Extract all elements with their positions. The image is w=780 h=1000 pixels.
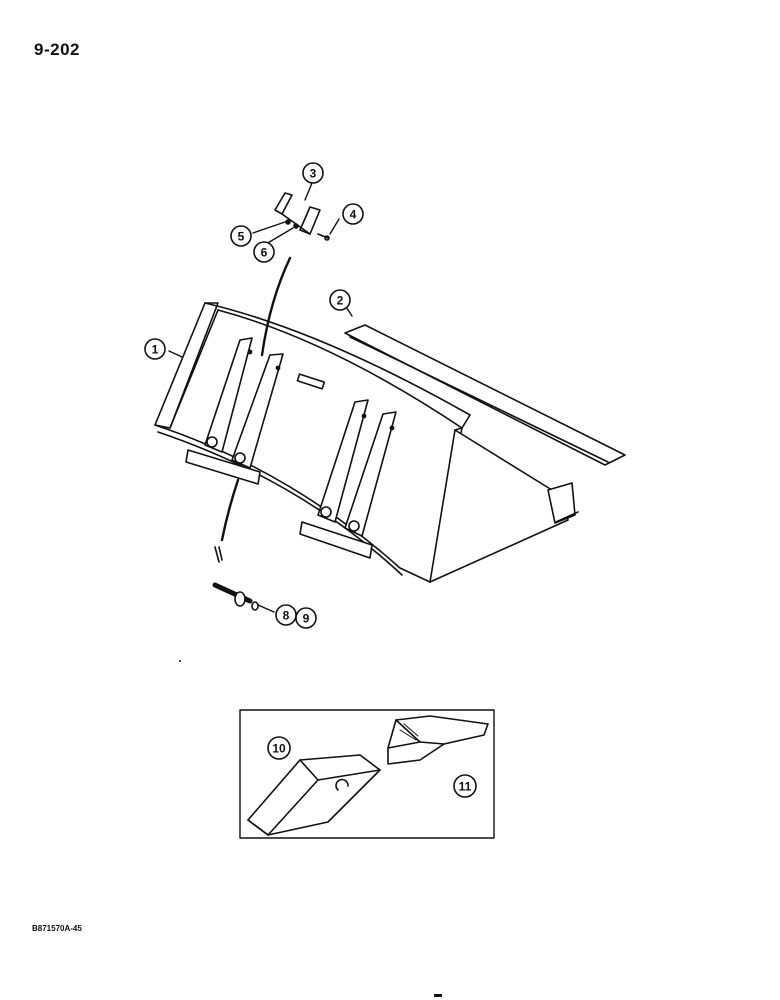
svg-text:5: 5 bbox=[238, 230, 245, 244]
svg-text:11: 11 bbox=[459, 780, 472, 794]
svg-text:1: 1 bbox=[152, 343, 159, 357]
callout-6: 6 bbox=[253, 241, 275, 263]
callout-1: 1 bbox=[144, 338, 166, 360]
callout-8: 8 bbox=[275, 604, 297, 626]
leader-line bbox=[220, 478, 240, 542]
callout-4: 4 bbox=[342, 203, 364, 225]
pivot-pin bbox=[212, 546, 259, 611]
svg-text:2: 2 bbox=[337, 294, 344, 308]
svg-text:8: 8 bbox=[283, 609, 290, 623]
callout-3: 3 bbox=[302, 162, 324, 184]
svg-text:9: 9 bbox=[303, 612, 310, 626]
leader-line bbox=[260, 256, 292, 357]
bolt-on-cutting-edge bbox=[344, 324, 626, 466]
bucket-tooth bbox=[387, 715, 489, 765]
loader-bucket bbox=[154, 302, 579, 583]
callout-10: 10 bbox=[267, 736, 291, 760]
callout-2: 2 bbox=[329, 289, 351, 311]
tooth-adapter bbox=[247, 754, 381, 836]
callout-11: 11 bbox=[453, 774, 477, 798]
page-number: 9-202 bbox=[34, 40, 80, 59]
svg-text:4: 4 bbox=[350, 208, 357, 222]
inset-box: 10 11 bbox=[239, 709, 495, 839]
hardware-brackets bbox=[274, 192, 330, 241]
callout-5: 5 bbox=[230, 225, 252, 247]
figure-code: B871570A-45 bbox=[32, 924, 82, 933]
callout-9: 9 bbox=[295, 607, 317, 629]
svg-text:10: 10 bbox=[272, 742, 286, 756]
svg-text:6: 6 bbox=[261, 246, 268, 260]
svg-text:3: 3 bbox=[310, 167, 317, 181]
